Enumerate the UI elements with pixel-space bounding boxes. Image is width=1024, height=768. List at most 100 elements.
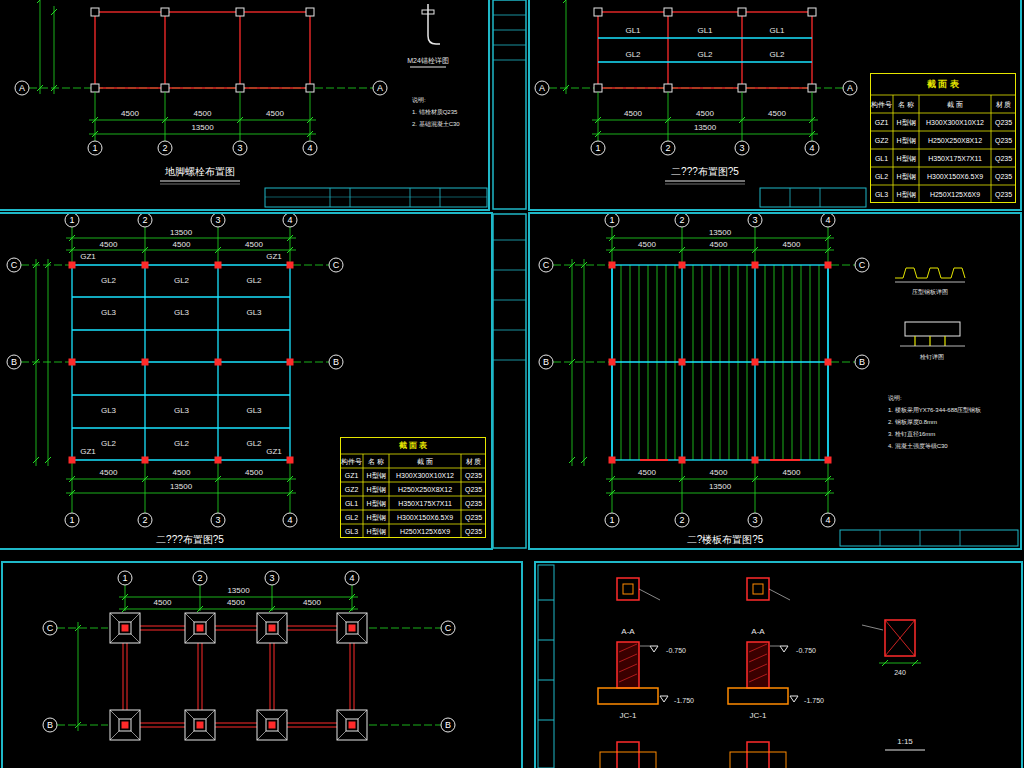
axis-bubble xyxy=(211,213,225,227)
table-cell: GZ2 xyxy=(345,486,359,493)
drafting-line xyxy=(870,149,1016,150)
table-cell: H300X300X10X12 xyxy=(926,119,984,126)
drafting-rect xyxy=(538,565,554,768)
detail-title: M24锚栓详图 xyxy=(407,57,449,64)
table-cell: H300X150X6.5X9 xyxy=(927,173,983,180)
axis-bubble xyxy=(675,213,689,227)
drafting-line xyxy=(54,6,55,94)
drafting-line xyxy=(914,336,915,346)
drafting-rect xyxy=(69,457,75,463)
drafting-path xyxy=(728,688,788,704)
drafting-line xyxy=(581,262,587,268)
drafting-line xyxy=(349,594,355,600)
table-cell: GL3 xyxy=(345,528,358,535)
table-cell: H型钢 xyxy=(366,514,385,521)
drafting-line xyxy=(665,181,745,182)
axis-label: 3 xyxy=(269,574,274,583)
drafting-line xyxy=(37,0,43,3)
drafting-rect xyxy=(609,457,615,463)
axis-bubble xyxy=(43,718,57,732)
drafting-line xyxy=(340,468,486,469)
axis-bubble xyxy=(193,571,207,585)
axis-bubble xyxy=(591,141,605,155)
drafting-line xyxy=(900,346,965,347)
drafting-line xyxy=(885,620,915,656)
drafting-rect xyxy=(287,262,293,268)
axis-label: 2 xyxy=(197,574,202,583)
drafting-line xyxy=(69,247,75,253)
axis-label: 1 xyxy=(609,216,614,225)
drafting-line xyxy=(287,490,293,496)
drafting-line xyxy=(122,594,128,600)
drafting-path xyxy=(790,696,798,702)
drafting-line xyxy=(75,625,81,631)
drafting-rect xyxy=(609,359,615,365)
drafting-line xyxy=(239,12,240,88)
drafting-line xyxy=(287,727,337,728)
drafting-line xyxy=(592,134,818,135)
table-cell: 截 面 xyxy=(417,458,433,465)
drafting-line xyxy=(206,634,215,643)
table-cell: H250X125X6X9 xyxy=(400,528,450,535)
drafting-line xyxy=(493,300,526,301)
dimension-text: 4500 xyxy=(245,241,263,249)
drafting-line xyxy=(825,476,831,482)
drafting-line xyxy=(569,359,575,365)
drafting-line xyxy=(880,530,881,546)
axis-label: 3 xyxy=(215,216,220,225)
drafting-rect xyxy=(840,530,1018,546)
drafting-line xyxy=(45,262,51,268)
drafting-line xyxy=(131,613,140,622)
drafting-line xyxy=(69,476,75,482)
axis-bubble xyxy=(283,213,297,227)
member-tag: GL2 xyxy=(625,51,640,59)
drafting-line xyxy=(538,640,554,641)
drafting-rect xyxy=(752,457,758,463)
drafting-line xyxy=(72,361,290,362)
drafting-rect xyxy=(337,613,367,643)
axis-bubble xyxy=(441,718,455,732)
axis-bubble xyxy=(211,513,225,527)
drafting-line xyxy=(278,710,287,719)
drafting-rect xyxy=(825,457,831,463)
drafting-rect xyxy=(349,625,355,631)
drafting-line xyxy=(609,476,615,482)
drafting-line xyxy=(825,247,831,253)
axis-bubble xyxy=(805,141,819,155)
dimension-text: 240 xyxy=(894,669,906,676)
drafting-line xyxy=(639,589,660,600)
drafting-line xyxy=(290,463,291,513)
drafting-line xyxy=(127,643,128,710)
drafting-line xyxy=(337,731,346,740)
member-tag: GL3 xyxy=(174,407,189,415)
drafting-line xyxy=(461,454,462,538)
drafting-line xyxy=(493,60,526,61)
table-cell: 名 称 xyxy=(898,101,914,108)
axis-label: 4 xyxy=(287,516,292,525)
table-cell: H型钢 xyxy=(366,528,385,535)
drafting-line xyxy=(290,227,291,262)
drafting-line xyxy=(563,85,569,91)
drafting-line xyxy=(66,250,296,251)
axis-label: C xyxy=(543,261,550,270)
drafting-line xyxy=(206,731,215,740)
drafting-rect xyxy=(185,710,215,740)
drafting-line xyxy=(831,362,855,363)
drafting-line xyxy=(960,530,961,546)
axis-label: B xyxy=(11,358,17,367)
dimension-text: 4500 xyxy=(100,469,118,477)
drafting-line xyxy=(72,329,290,330)
drafting-line xyxy=(287,235,293,241)
table-cell: 构件号 xyxy=(871,101,892,108)
axis-bubble xyxy=(158,141,172,155)
drafting-line xyxy=(89,134,316,135)
drafting-line xyxy=(265,197,487,198)
elevation-text: -1.750 xyxy=(674,697,694,704)
drafting-line xyxy=(33,359,39,365)
drafting-rect xyxy=(287,457,293,463)
drafting-rect xyxy=(215,457,221,463)
table-cell: Q235 xyxy=(995,137,1012,144)
drafting-line xyxy=(340,482,486,483)
drafting-line xyxy=(912,660,918,666)
